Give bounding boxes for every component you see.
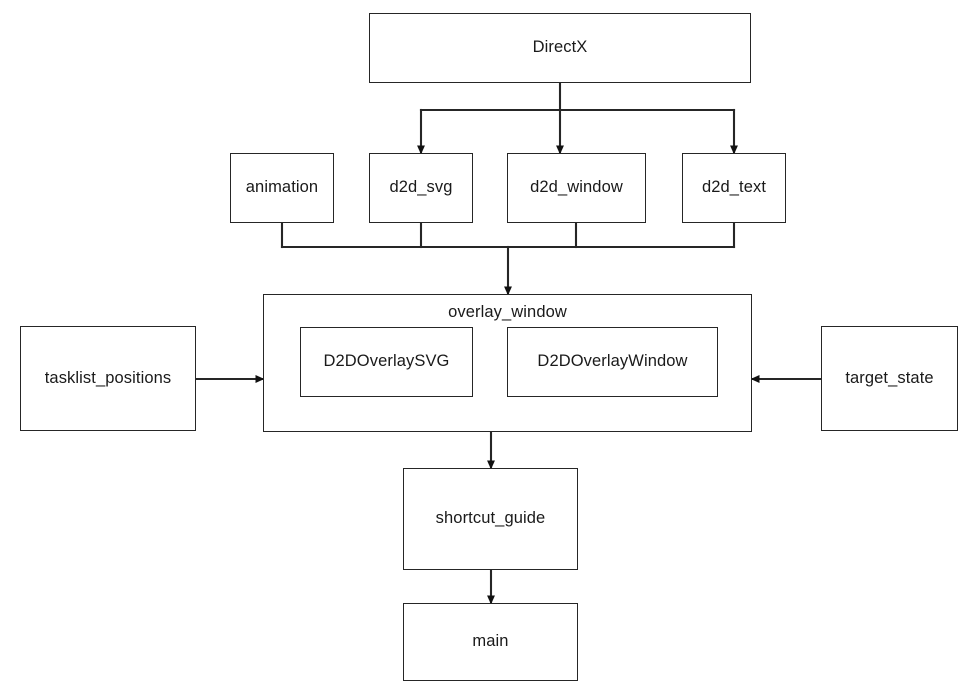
node-label: overlay_window — [448, 303, 567, 321]
node-label: main — [472, 632, 509, 651]
node-label: tasklist_positions — [44, 368, 172, 387]
node-label: D2DOverlaySVG — [323, 352, 450, 371]
node-label: d2d_text — [701, 178, 767, 197]
node-d2doverlaywindow[interactable]: D2DOverlayWindow — [507, 327, 718, 397]
node-label: DirectX — [532, 38, 588, 57]
node-d2d-svg[interactable]: d2d_svg — [369, 153, 473, 223]
node-label: target_state — [845, 368, 934, 387]
node-d2doverlaysvg[interactable]: D2DOverlaySVG — [300, 327, 473, 397]
node-label: D2DOverlayWindow — [537, 352, 688, 371]
node-d2d-window[interactable]: d2d_window — [507, 153, 646, 223]
node-target-state[interactable]: target_state — [821, 326, 958, 431]
node-shortcut-guide[interactable]: shortcut_guide — [403, 468, 578, 570]
node-main[interactable]: main — [403, 603, 578, 681]
node-label: animation — [245, 178, 319, 197]
node-d2d-text[interactable]: d2d_text — [682, 153, 786, 223]
node-label: d2d_window — [530, 178, 623, 197]
node-label: d2d_svg — [389, 178, 453, 197]
node-label: shortcut_guide — [435, 509, 546, 528]
node-animation[interactable]: animation — [230, 153, 334, 223]
node-directx[interactable]: DirectX — [369, 13, 751, 83]
node-tasklist-positions[interactable]: tasklist_positions — [20, 326, 196, 431]
